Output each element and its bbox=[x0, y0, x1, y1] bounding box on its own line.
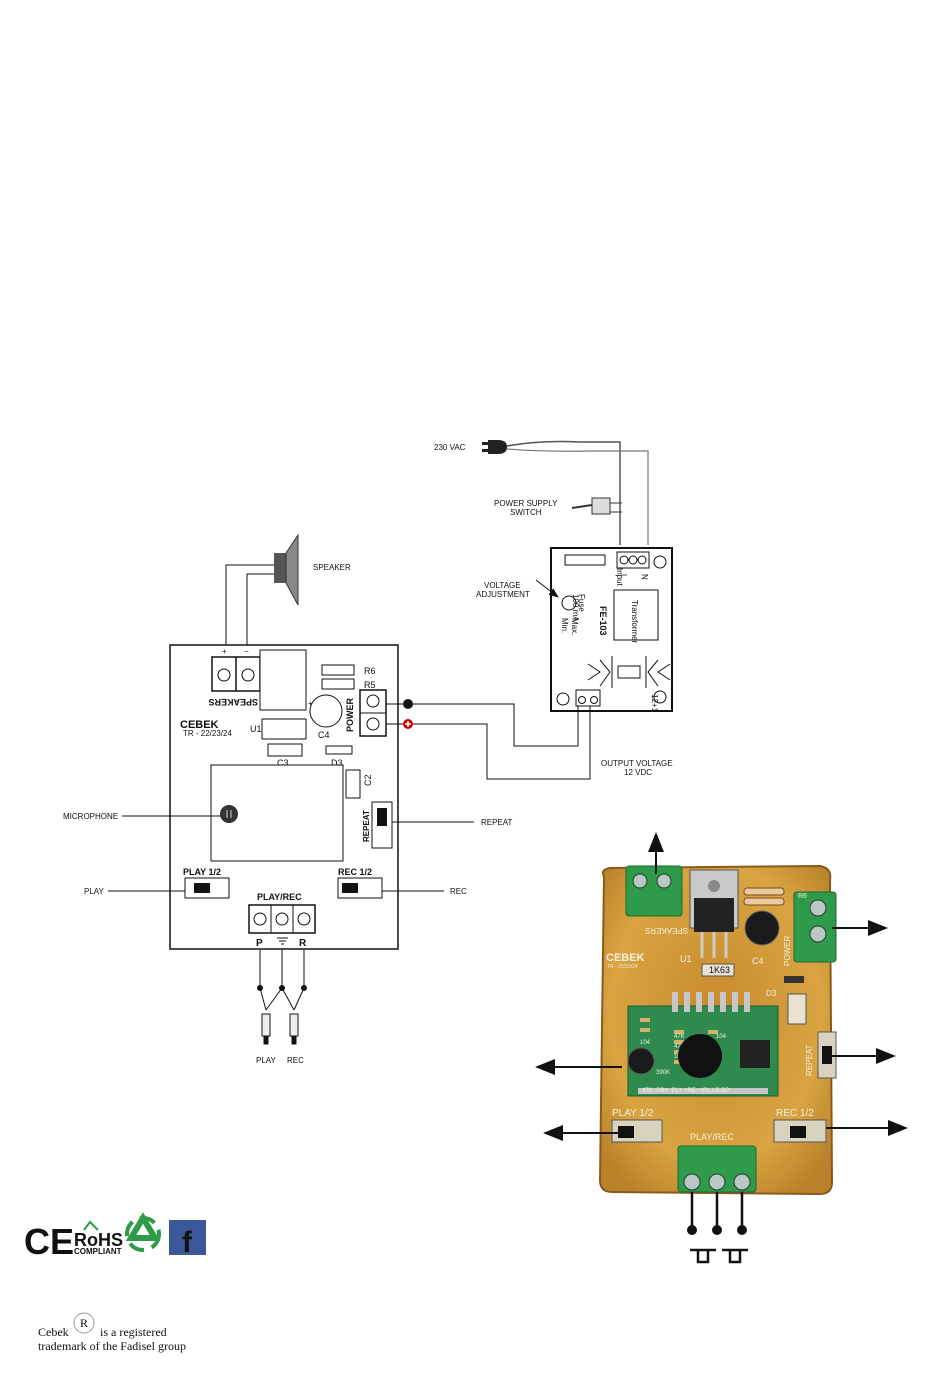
play-switch-label: PLAY 1/2 bbox=[183, 867, 221, 877]
play-rec-terminal-label: PLAY/REC bbox=[257, 892, 302, 902]
photo-resistor-390k: 390K bbox=[656, 1070, 670, 1076]
output-voltage-label-1: OUTPUT VOLTAGE bbox=[601, 759, 673, 768]
output-voltage-label-2: 12 VDC bbox=[624, 768, 652, 777]
photo-play-rec-label: PLAY/REC bbox=[690, 1132, 734, 1142]
photo-pin-labels: 47K -PB+ -PL+ +RE- +RL LB BP bbox=[642, 1088, 729, 1094]
model-codes-label: TR - 22/23/24 bbox=[183, 729, 232, 738]
pcb-photo: SPEAKERS U1 1K63 C4 POWER R6 CEBEK TR - … bbox=[598, 864, 837, 1196]
photo-power-label: POWER bbox=[783, 936, 792, 966]
u1-label: U1 bbox=[250, 724, 262, 734]
svg-text:RoHS: RoHS bbox=[74, 1230, 123, 1250]
ac-input-label: 230 VAC bbox=[434, 443, 466, 452]
photo-r6-label: R6 bbox=[798, 893, 807, 900]
svg-text:+: + bbox=[222, 647, 227, 656]
svg-text:+: + bbox=[308, 699, 313, 708]
push-buttons bbox=[257, 950, 307, 1045]
photo-resistor-104: 104 bbox=[640, 1040, 651, 1046]
rohs-logo-icon: RoHS COMPLIANT bbox=[74, 1220, 123, 1256]
photo-model-codes: TR - 22/23/24 bbox=[607, 964, 638, 970]
l-label: L bbox=[619, 574, 628, 579]
microphone-label: MICROPHONE bbox=[63, 812, 118, 821]
photo-speakers-label: SPEAKERS bbox=[645, 926, 688, 935]
d3-label: D3 bbox=[331, 758, 343, 768]
svg-text:100 mA: 100 mA bbox=[571, 594, 580, 622]
rec-label: REC bbox=[450, 887, 467, 896]
speaker-label: SPEAKER bbox=[313, 563, 351, 572]
facebook-icon[interactable]: f bbox=[169, 1220, 206, 1259]
photo-u1-label: U1 bbox=[680, 954, 692, 964]
fuse-label: Fuse bbox=[577, 594, 586, 612]
voltage-adj-label-1: VOLTAGE bbox=[484, 581, 521, 590]
svg-text:−: − bbox=[244, 647, 249, 656]
photo-c4-label: C4 bbox=[752, 956, 764, 966]
svg-text:CE: CE bbox=[24, 1221, 74, 1262]
photo-repeat-label: REPEAT bbox=[805, 1044, 814, 1076]
brand-label: CEBEK bbox=[180, 719, 219, 731]
c3-label: C3 bbox=[277, 758, 289, 768]
rec-switch-label: REC 1/2 bbox=[338, 867, 372, 877]
svg-text:f: f bbox=[182, 1226, 193, 1259]
c4-label: C4 bbox=[318, 730, 330, 740]
power-terminal-label: POWER bbox=[345, 697, 355, 732]
ce-mark-icon: CE bbox=[24, 1221, 74, 1262]
photo-brand-label: CEBEK bbox=[606, 952, 645, 964]
fe103-model: FE-103 bbox=[598, 606, 608, 636]
speaker-icon bbox=[225, 533, 299, 657]
input-label: Input bbox=[615, 568, 624, 587]
output-label: 12+1 bbox=[650, 694, 659, 713]
speakers-terminal-label: SPEAKERS bbox=[208, 697, 258, 707]
photo-resistor-47k-2: 47K bbox=[674, 1044, 685, 1050]
power-switch-label-1: POWER SUPPLY bbox=[494, 499, 558, 508]
repeat-switch-label: REPEAT bbox=[362, 810, 371, 842]
trademark-line2: trademark of the Fadisel group bbox=[38, 1339, 186, 1353]
repeat-label: REPEAT bbox=[481, 818, 513, 827]
play-button-label: PLAY bbox=[256, 1056, 277, 1065]
n-label: N bbox=[640, 574, 649, 580]
terminal-r-label: R bbox=[299, 938, 307, 949]
ac-plug bbox=[482, 440, 649, 545]
terminal-p-label: P bbox=[256, 938, 263, 949]
pcb-schematic: + − SPEAKERS U1 R6 R5 C4 + POWER CEBEK T… bbox=[169, 644, 403, 950]
svg-text:COMPLIANT: COMPLIANT bbox=[74, 1247, 122, 1256]
photo-d3-label: D3 bbox=[766, 989, 777, 998]
r5-label: R5 bbox=[364, 680, 376, 690]
photo-rec-switch-label: REC 1/2 bbox=[776, 1108, 814, 1119]
photo-push-buttons bbox=[687, 1192, 748, 1264]
transformer-label: Transformer bbox=[630, 600, 639, 644]
photo-resistor-104b: 104 bbox=[716, 1034, 727, 1040]
power-switch-label-2: SWITCH bbox=[510, 508, 542, 517]
fe103-module: Transformer FE-103 Fuse 100 mA Max. Min.… bbox=[550, 547, 673, 713]
voltage-adj-label-2: ADJUSTMENT bbox=[476, 590, 530, 599]
c2-label: C2 bbox=[363, 774, 373, 786]
power-switch bbox=[571, 497, 622, 515]
pot-max-label: Max. bbox=[570, 618, 579, 635]
rec-button-label: REC bbox=[287, 1056, 304, 1065]
registered-symbol: R bbox=[80, 1316, 88, 1330]
trademark-brand: Cebek bbox=[38, 1325, 69, 1339]
pot-min-label: Min. bbox=[560, 618, 569, 633]
photo-resistor-47k: 47K bbox=[674, 1034, 685, 1040]
recycle-icon bbox=[125, 1212, 161, 1252]
photo-play-switch-label: PLAY 1/2 bbox=[612, 1108, 654, 1119]
r6-label: R6 bbox=[364, 666, 376, 676]
photo-chip-label: 1K63 bbox=[709, 965, 730, 975]
trademark-line1: is a registered bbox=[100, 1325, 167, 1339]
play-label: PLAY bbox=[84, 887, 105, 896]
